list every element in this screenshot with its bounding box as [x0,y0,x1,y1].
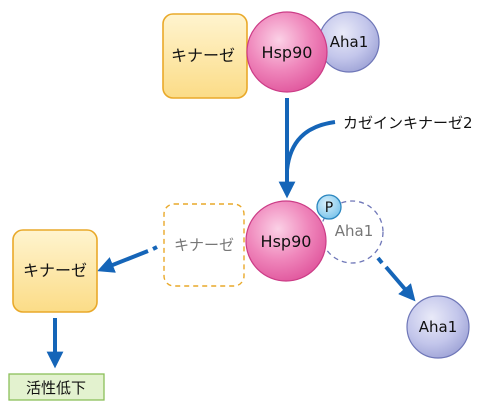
hsp90-top-label: Hsp90 [262,43,313,62]
kinase-top-label: キナーゼ [171,46,235,65]
top-complex: キナーゼ Aha1 Hsp90 [162,11,380,99]
aha1-bubble-released: Aha1 [406,295,470,359]
kinase-released-label: キナーゼ [23,261,87,280]
phospho-badge: P [316,194,342,220]
ck2-branch-curve [285,120,336,171]
phosphorylation-arrow: カゼインキナーゼ2 [278,98,473,199]
phospho-label: P [325,200,333,216]
kinase-box-top: キナーゼ [162,13,248,99]
activity-decrease-box: 活性低下 [8,373,105,401]
kinase-box-dissociating: キナーゼ [163,203,245,287]
kinase-dissociating-label: キナーゼ [174,236,234,254]
aha1-released-label: Aha1 [419,318,458,336]
middle-complex: キナーゼ Aha1 Hsp90 P [163,194,384,287]
aha1-bubble-top: Aha1 [318,11,380,73]
kinase-box-released: キナーゼ [12,229,98,313]
aha1-release-arrow [376,256,416,302]
kinase-release-arrow [97,245,158,273]
ck2-label: カゼインキナーゼ2 [343,114,473,132]
activity-decrease-label: 活性低下 [26,379,86,397]
hsp90-bubble-mid: Hsp90 [245,200,327,282]
hsp90-bubble-top: Hsp90 [246,11,328,93]
aha1-top-label: Aha1 [330,33,369,51]
aha1-dissociating-label: Aha1 [335,222,374,240]
hsp90-mid-label: Hsp90 [261,232,312,251]
